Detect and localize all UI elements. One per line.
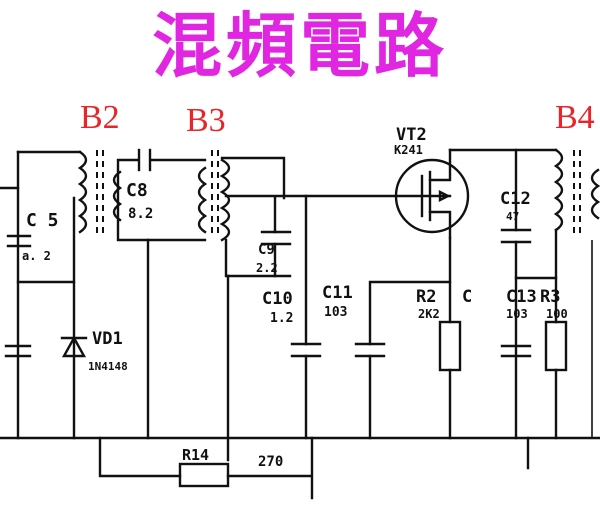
vd1-name: VD1 [92, 329, 123, 349]
b3-secondary-coil [219, 158, 231, 242]
c13-name: C13 [506, 287, 537, 307]
c9-value: 2.2 [256, 261, 278, 275]
b4-primary-coil [553, 148, 564, 232]
c9-name: C9 [258, 242, 275, 258]
page-title: 混頻電路 [152, 4, 448, 87]
r2-extra: C [462, 287, 472, 307]
c13-value: 103 [506, 307, 528, 321]
r2-name: R2 [416, 287, 436, 307]
r3-resistor [544, 320, 568, 372]
r14-name: R14 [182, 446, 209, 464]
c12-value: 47 [506, 210, 519, 223]
c11-name: C11 [322, 283, 353, 303]
r3-value: 100 [546, 307, 568, 321]
c5-value: a. 2 [22, 249, 51, 263]
vt2-transistor [394, 158, 470, 234]
transformer-b4-label: B4 [555, 99, 595, 136]
c10-name: C10 [262, 289, 293, 309]
transformer-b2-label: B2 [80, 99, 120, 136]
r2-resistor [438, 320, 462, 372]
lower-bus [98, 436, 530, 500]
r14-value: 270 [258, 454, 283, 470]
r2-value: 2K2 [418, 307, 440, 321]
c11-value: 103 [324, 305, 347, 320]
vt2-part: K241 [394, 143, 423, 157]
c8-name: C8 [126, 180, 148, 201]
b2-secondary-coil [112, 170, 123, 222]
vd1-diode [61, 335, 87, 358]
b3-primary-coil [197, 166, 208, 234]
r3-name: R3 [540, 287, 560, 307]
c10-value: 1.2 [270, 311, 293, 326]
c8-value: 8.2 [128, 206, 153, 222]
b4-secondary-coil [590, 168, 600, 220]
b2-primary-coil [77, 150, 88, 234]
c12-name: C12 [500, 189, 531, 209]
r14-resistor [178, 462, 230, 488]
vd1-part: 1N4148 [88, 360, 128, 373]
vt2-name: VT2 [396, 125, 427, 145]
transformer-b3-label: B3 [186, 102, 226, 139]
c5-name: C 5 [26, 210, 59, 231]
